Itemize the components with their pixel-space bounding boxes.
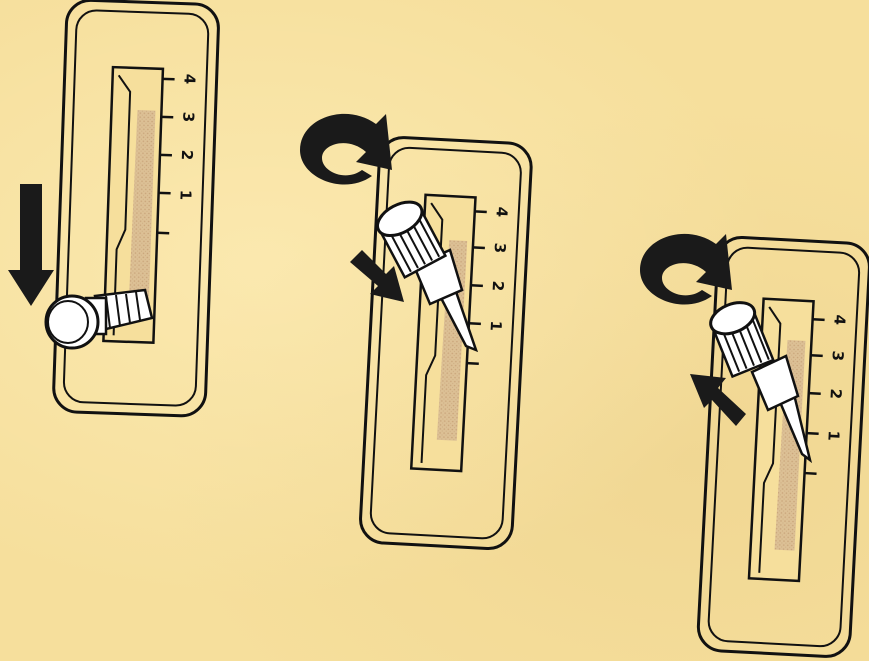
panel-2-scale-label-2: 2 bbox=[489, 280, 508, 291]
panel-1-scale-label-1: 1 bbox=[176, 189, 194, 200]
panel-1-scale-label-2: 2 bbox=[178, 149, 196, 160]
pull-out-arrow-icon bbox=[690, 374, 746, 426]
panel-1-scale-label-4: 4 bbox=[180, 74, 198, 85]
panel-3-scale-label-1: 1 bbox=[824, 430, 843, 441]
panel-3-scale-label-2: 2 bbox=[826, 388, 845, 399]
panel-3-scale-label-3: 3 bbox=[828, 350, 847, 361]
panel-2-scale-label-4: 4 bbox=[493, 206, 512, 217]
panel-2: 4 3 2 1 bbox=[359, 136, 532, 549]
panel-3: 4 3 2 1 bbox=[697, 236, 869, 657]
down-arrow-icon bbox=[8, 184, 54, 306]
panel-1: 4 3 2 1 bbox=[53, 0, 219, 417]
panel-1-scale-label-3: 3 bbox=[179, 111, 197, 122]
panel-2-scale-label-1: 1 bbox=[487, 320, 506, 331]
panel-3-scale-label-4: 4 bbox=[830, 314, 849, 325]
rotate-clockwise-icon bbox=[640, 234, 732, 305]
panel-2-scale-label-3: 3 bbox=[491, 242, 510, 253]
